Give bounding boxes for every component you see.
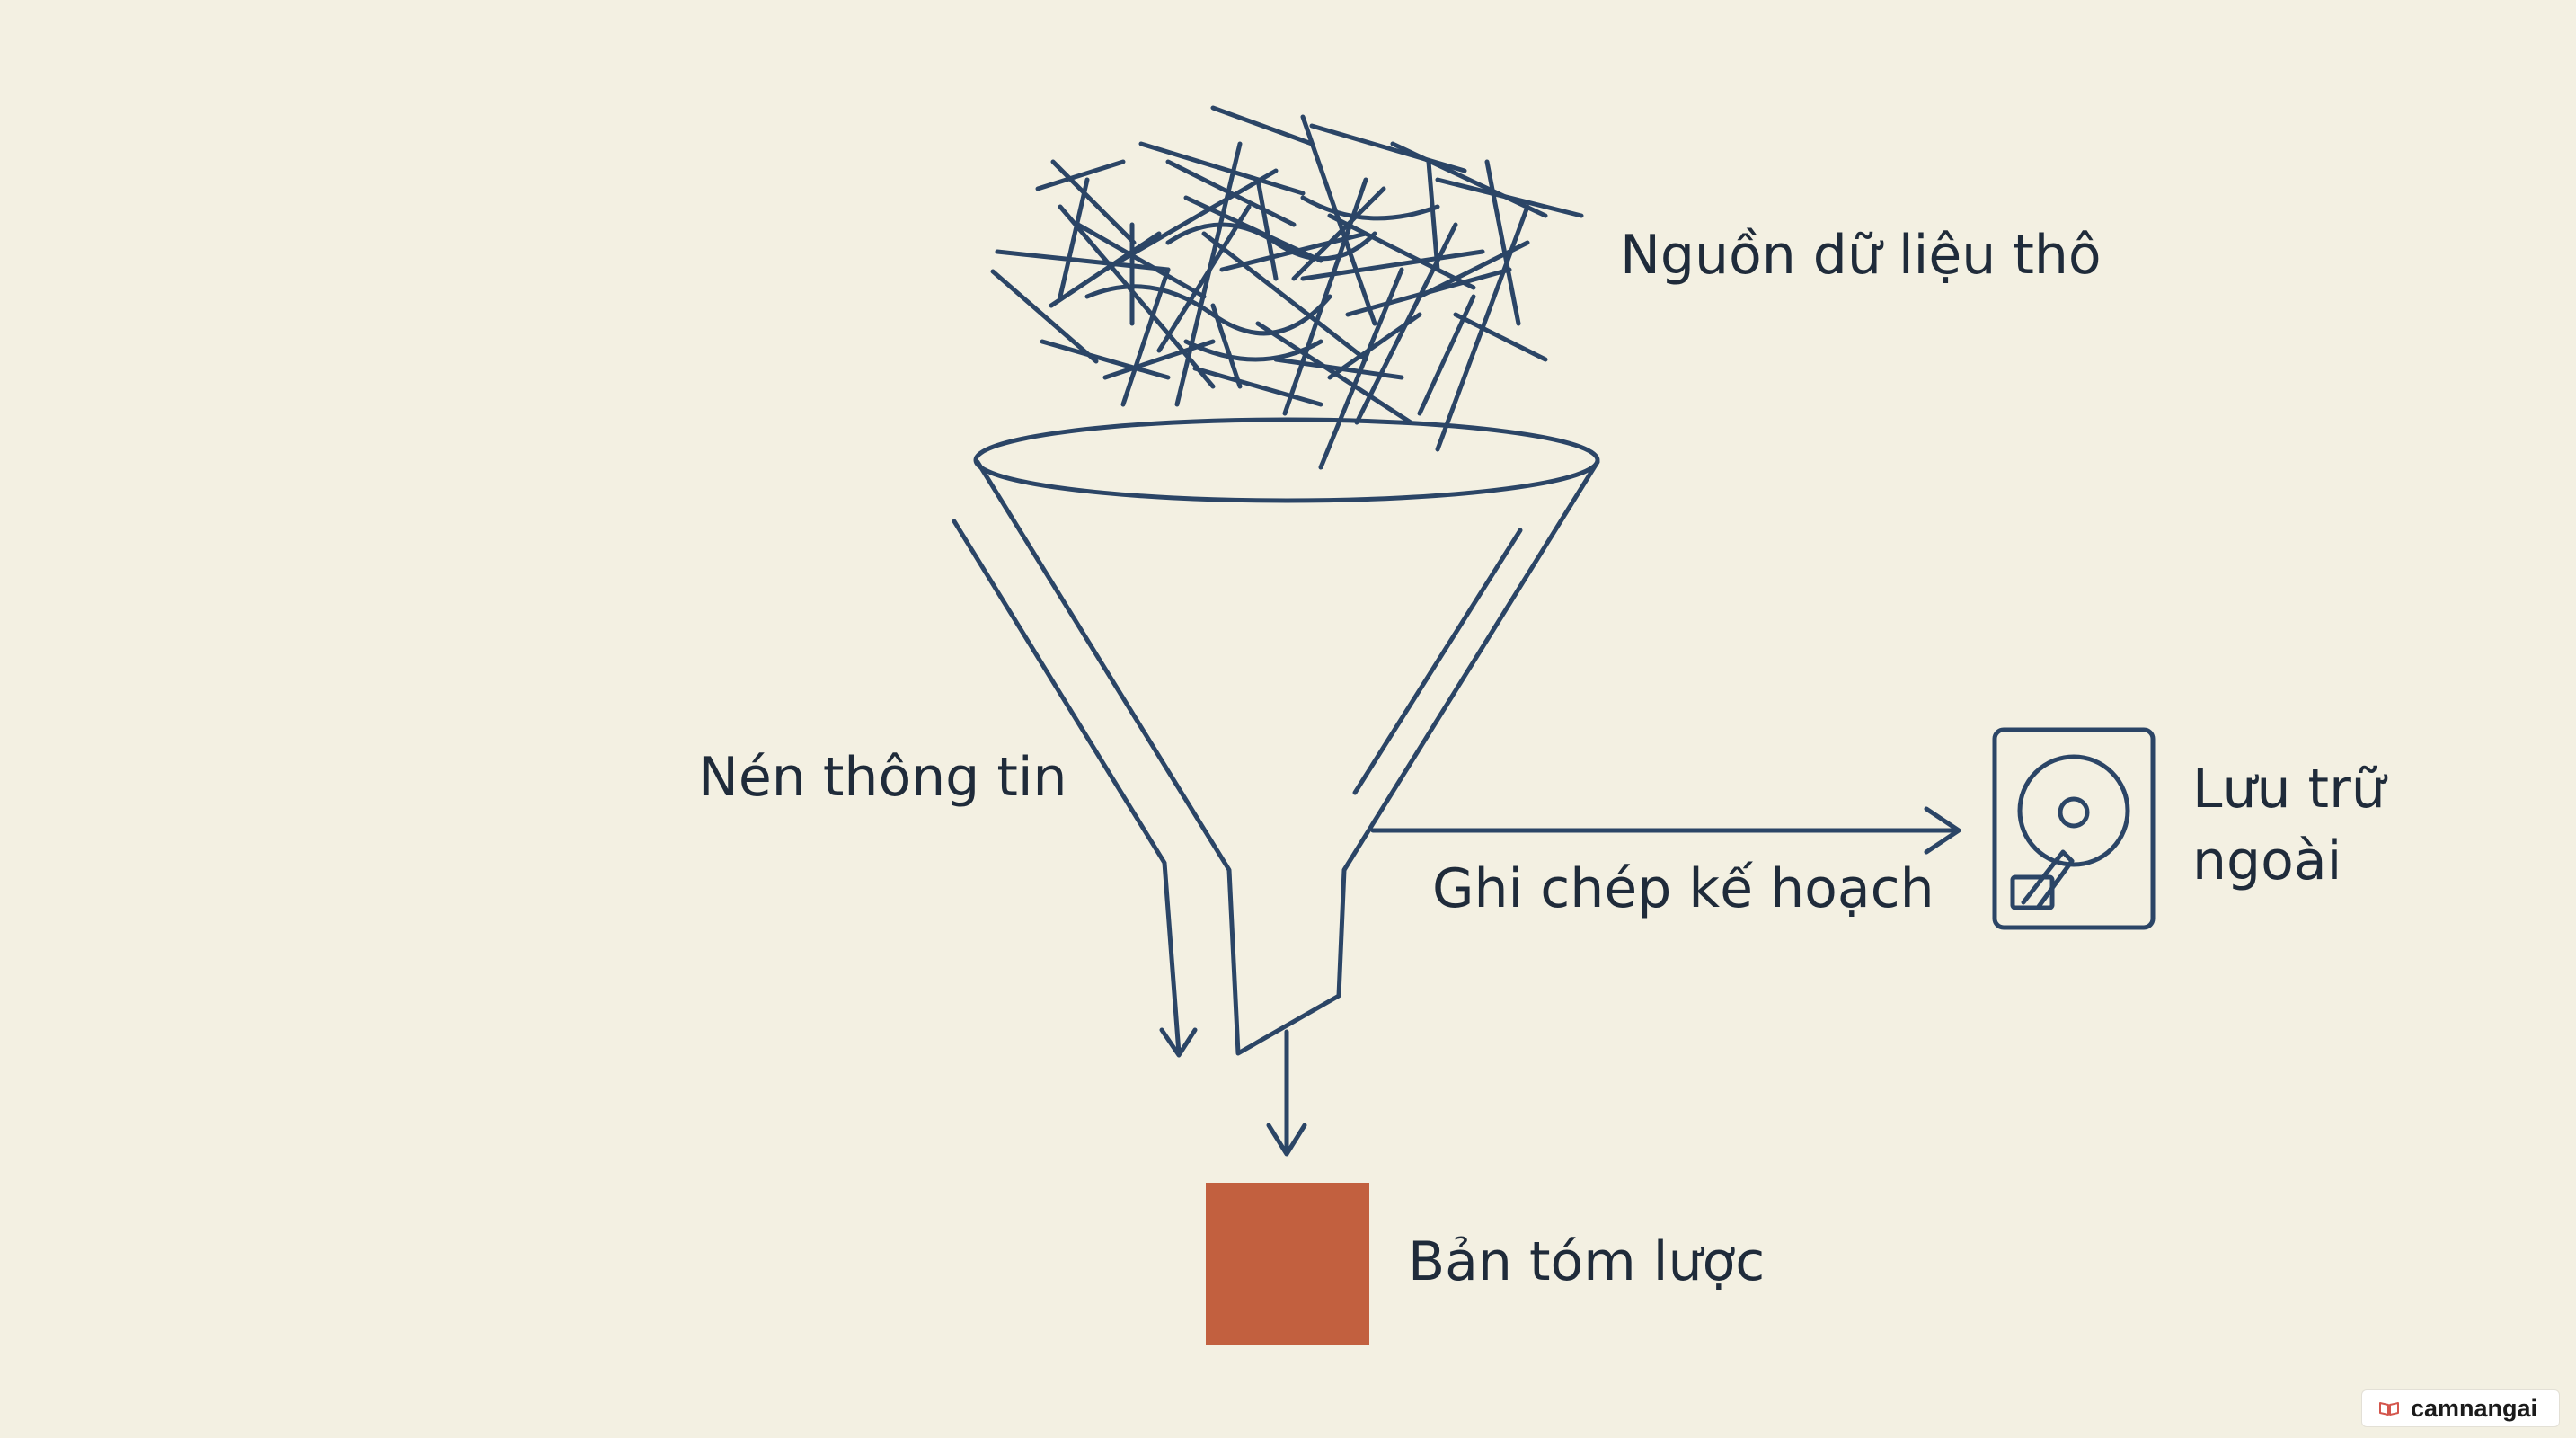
scribble-curve [1084,284,1332,336]
scribble-stroke [1255,177,1279,281]
hard-drive-icon [1992,727,2156,930]
scribble-stroke [1040,339,1171,380]
external-storage-label-line1: Lưu trữ [2192,758,2386,821]
watermark-badge[interactable]: camnangai [2360,1389,2560,1427]
scribble-stroke [1345,267,1512,317]
scribble-stroke [1426,159,1440,272]
scribble-stroke [1050,159,1137,245]
funnel-body [975,459,1600,1056]
compression-arrow [952,519,1198,1058]
funnel-right-guide [1352,528,1523,795]
watermark-text: camnangai [2410,1394,2537,1422]
funnel-rim [973,417,1600,503]
scribble-stroke [1192,366,1323,407]
scribble-curve [1300,195,1440,221]
summary-block [1206,1183,1369,1345]
scribble-stroke [1453,312,1548,362]
scribble-stroke [1327,213,1476,290]
notes-arrow [1370,806,1961,855]
planning-notes-label: Ghi chép kế hoạch [1432,857,1934,920]
compress-label: Nén thông tin [698,746,1067,809]
summary-label: Bản tóm lược [1408,1230,1766,1293]
scribble-stroke [1435,177,1584,218]
scribble-stroke [1417,294,1476,416]
scribble-stroke [1120,267,1171,407]
scribble-curve [1165,222,1377,262]
scribble-stroke [1058,177,1090,299]
scribble-stroke [1138,141,1306,196]
scribble-stroke [1390,141,1548,218]
scribble-stroke [1484,159,1521,326]
raw-data-scribble [990,105,1584,470]
scribble-stroke [990,269,1099,364]
scribble-stroke [1156,204,1252,353]
scribble-stroke [1291,186,1386,281]
external-storage-label-line2: ngoài [2192,830,2342,892]
scribble-stroke [1300,249,1485,281]
scribble-stroke [1210,105,1315,146]
scribble-stroke [1076,222,1207,299]
scribble-curve [1183,339,1323,362]
scribble-stroke [1049,231,1162,308]
scribble-stroke [995,249,1171,272]
scribble-stroke [1273,357,1404,380]
raw-source-label: Nguồn dữ liệu thô [1620,224,2102,287]
scribble-stroke [1035,159,1126,191]
external-storage-label: Lưu trữ ngoài [2192,753,2386,897]
scribble-stroke [1327,312,1422,380]
funnel [973,417,1600,1056]
scribble-stroke [1309,123,1467,173]
output-arrow [1266,1029,1307,1157]
scribble-stroke [1165,159,1297,227]
scribble-stroke [1201,231,1368,362]
book-icon [2378,1402,2399,1416]
